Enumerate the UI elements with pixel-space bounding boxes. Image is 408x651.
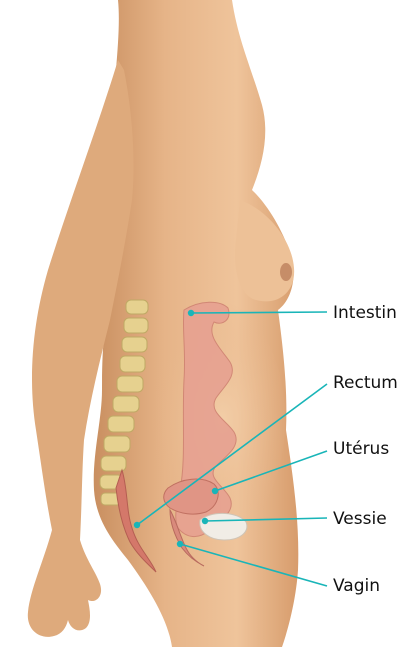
dot-vessie <box>202 518 208 524</box>
breast-shape <box>235 200 294 301</box>
dot-rectum <box>134 522 140 528</box>
label-rectum: Rectum <box>333 375 398 392</box>
nipple-shape <box>280 263 292 281</box>
label-uterus: Utérus <box>333 441 389 458</box>
label-vessie: Vessie <box>333 511 387 528</box>
label-vagin: Vagin <box>333 578 380 595</box>
leader-line-intestin <box>191 312 327 313</box>
dot-uterus <box>212 488 218 494</box>
dot-vagin <box>177 541 183 547</box>
label-intestin: Intestin <box>333 305 397 322</box>
dot-intestin <box>188 310 194 316</box>
